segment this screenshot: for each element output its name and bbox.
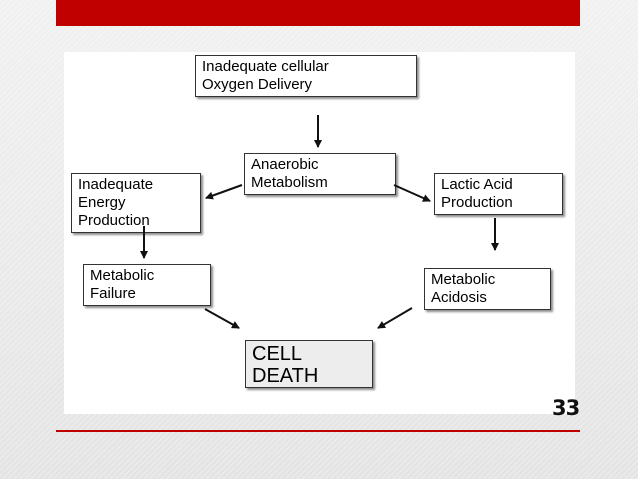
- node-metabolic-failure: Metabolic Failure: [83, 264, 211, 306]
- top-accent-bar: [56, 0, 580, 26]
- node-cell-death: CELL DEATH: [245, 340, 373, 388]
- node-metabolic-acidosis: Metabolic Acidosis: [424, 268, 551, 310]
- node-oxygen-delivery: Inadequate cellular Oxygen Delivery: [195, 55, 417, 97]
- node-lactic-acid: Lactic Acid Production: [434, 173, 563, 215]
- bottom-accent-line: [56, 430, 580, 432]
- node-anaerobic-metabolism: Anaerobic Metabolism: [244, 153, 396, 195]
- node-inadequate-energy: Inadequate Energy Production: [71, 173, 201, 233]
- page-number: 33: [552, 396, 580, 420]
